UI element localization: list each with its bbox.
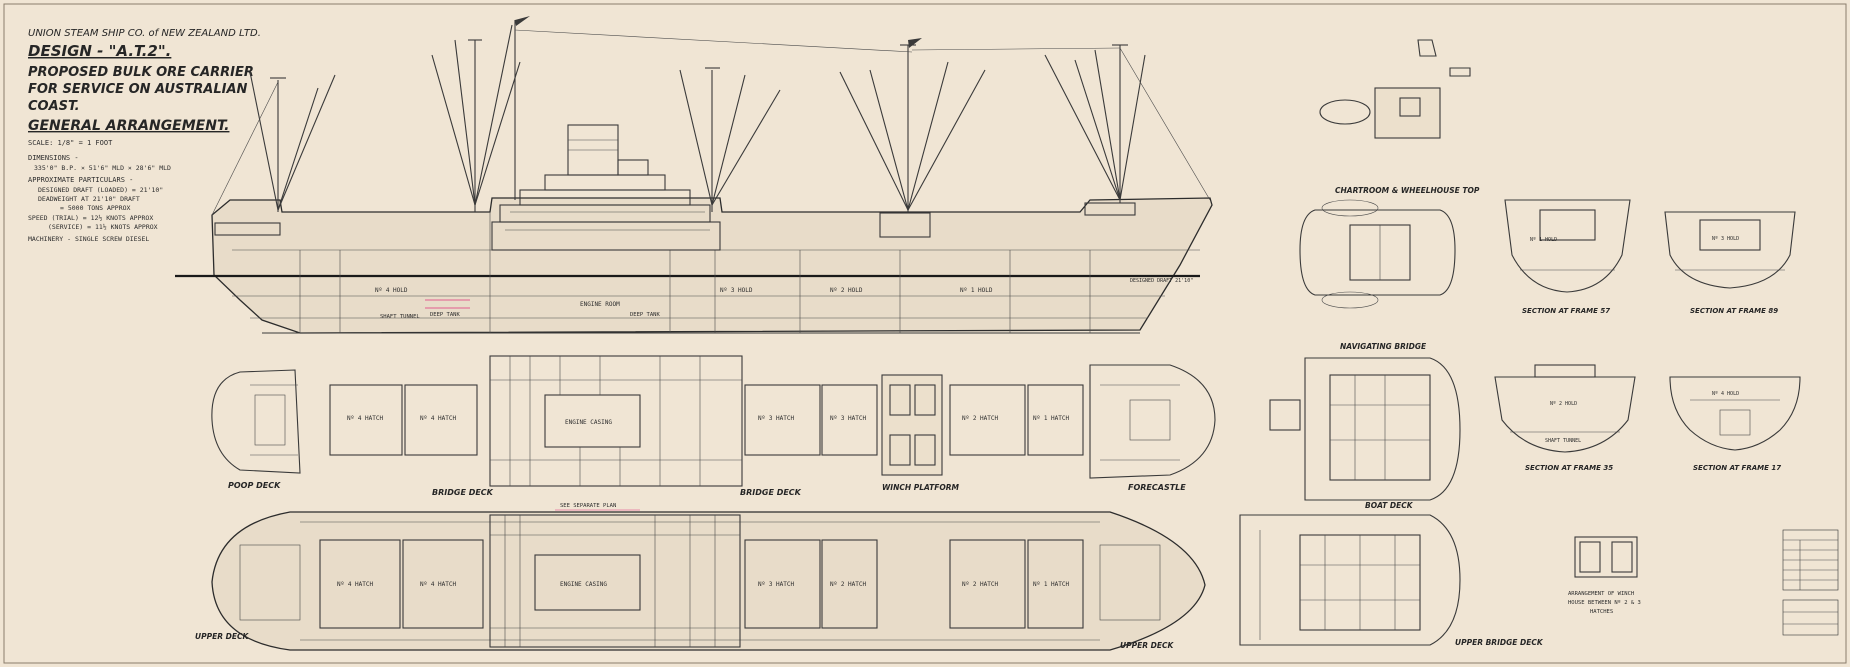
profile-hold-3: Nº 3 HOLD: [720, 287, 753, 294]
sect17-hold: Nº 4 HOLD: [1712, 391, 1739, 397]
upper-hatch-1: Nº 1 HATCH: [1033, 581, 1070, 588]
chartroom-top-plan: [1319, 39, 1471, 139]
label-winch-platform: WINCH PLATFORM: [882, 483, 959, 492]
upper-hatch-4b: Nº 4 HATCH: [420, 581, 457, 588]
label-chartroom: CHARTROOM & WHEELHOUSE TOP: [1335, 186, 1480, 195]
particulars-line-1: DESIGNED DRAFT (LOADED) = 21'10": [38, 186, 163, 194]
section-frame-57: [1504, 199, 1631, 293]
pink-note-upper: SEE SEPARATE PLAN: [560, 503, 616, 509]
winch-title-3: HATCHES: [1590, 609, 1613, 615]
particulars-line-2: DEADWEIGHT AT 21'10" DRAFT: [38, 195, 140, 203]
masts-and-derricks: [211, 20, 1211, 216]
boat-deck-plan: [1269, 357, 1461, 501]
label-hatch-4a: Nº 4 HATCH: [347, 415, 384, 422]
forecastle-plan: [1089, 364, 1216, 479]
engine-casing-block: [544, 394, 641, 448]
label-upper-deck-2: UPPER DECK: [1120, 641, 1174, 650]
upper-hatch-2a: Nº 2 HATCH: [830, 581, 867, 588]
particulars-line-3: = 5000 TONS APPROX: [60, 204, 131, 212]
label-navigating-bridge: NAVIGATING BRIDGE: [1340, 342, 1427, 351]
hatch-3-plan: [744, 384, 878, 456]
label-hatch-2: Nº 2 HATCH: [962, 415, 999, 422]
bridge-deck-accommodation: ENGINE CASING: [489, 355, 743, 487]
label-bridge-deck: BRIDGE DECK: [432, 488, 494, 497]
label-boat-deck: BOAT DECK: [1365, 501, 1414, 510]
winch-title-2: HOUSE BETWEEN Nº 2 & 3: [1568, 599, 1641, 606]
upper-hatch-4a: Nº 4 HATCH: [337, 581, 374, 588]
company-name: UNION STEAM SHIP CO. of NEW ZEALAND LTD.: [28, 28, 261, 39]
dimensions-value: 335'0" B.P. × 51'6" MLD × 28'6" MLD: [34, 164, 171, 172]
label-section-35: SECTION AT FRAME 35: [1525, 464, 1613, 472]
sect57-hold: Nº 1 HOLD: [1530, 237, 1557, 243]
upper-bridge-deck-plan: [1239, 514, 1461, 646]
section-frame-89: [1664, 211, 1796, 289]
waterline-label: DESIGNED DRAFT 21'10": [1130, 278, 1193, 284]
upper-hatch-2b: Nº 2 HATCH: [962, 581, 999, 588]
subtitle-line-3: COAST.: [28, 99, 80, 114]
label-hatch-4b: Nº 4 HATCH: [420, 415, 457, 422]
profile-hold-2: Nº 2 HOLD: [830, 287, 863, 294]
sect35-tunnel: SHAFT TUNNEL: [1545, 438, 1581, 444]
forecastle-house: [1084, 202, 1136, 216]
flag-icon: [515, 16, 530, 26]
label-section-57: SECTION AT FRAME 57: [1522, 307, 1610, 315]
label-section-17: SECTION AT FRAME 17: [1693, 464, 1781, 472]
pink-note-engine: DEEP TANK: [630, 312, 660, 318]
winch-title-1: ARRANGEMENT OF WINCH: [1568, 591, 1634, 597]
profile-engine-room: ENGINE ROOM: [580, 301, 620, 308]
design-title: DESIGN - "A.T.2".: [28, 42, 171, 60]
label-upper-deck: UPPER DECK: [195, 632, 249, 641]
hatch-4-plan: [329, 384, 478, 456]
bulkheads: [299, 212, 1091, 333]
label-section-89: SECTION AT FRAME 89: [1690, 307, 1778, 315]
subtitle-line-2: FOR SERVICE ON AUSTRALIAN: [28, 82, 248, 97]
hatch-2-plan: [949, 384, 1084, 456]
hull-profile: [211, 197, 1213, 334]
label-engine-casing: ENGINE CASING: [565, 419, 612, 426]
subtitle-line-1: PROPOSED BULK ORE CARRIER: [28, 65, 254, 80]
profile-shaft-tunnel: SHAFT TUNNEL: [380, 314, 420, 320]
label-bridge-deck-2: BRIDGE DECK: [740, 488, 802, 497]
label-hatch-3a: Nº 3 HATCH: [758, 415, 795, 422]
machinery-note: MACHINERY - SINGLE SCREW DIESEL: [28, 235, 149, 243]
sect35-hold: Nº 2 HOLD: [1550, 401, 1577, 407]
winch-platform-plan: [881, 374, 943, 476]
upper-hatch-3: Nº 3 HATCH: [758, 581, 795, 588]
upper-deck-plan: Nº 4 HATCH Nº 4 HATCH Nº 3 HATCH Nº 2 HA…: [211, 503, 1206, 651]
upper-engine-casing: ENGINE CASING: [560, 581, 607, 588]
label-upper-bridge-deck: UPPER BRIDGE DECK: [1455, 638, 1544, 647]
ship-profile: DESIGNED DRAFT 21'10" Nº 4 HOLD ENGINE R…: [175, 16, 1213, 334]
label-poop-deck: POOP DECK: [228, 481, 281, 490]
label-hatch-3b: Nº 3 HATCH: [830, 415, 867, 422]
sect89-hold: Nº 3 HOLD: [1712, 236, 1739, 242]
speed-line-1: SPEED (TRIAL) = 12½ KNOTS APPROX: [28, 214, 153, 222]
sheet-border: [3, 3, 1847, 664]
poop-deck-plan: [211, 369, 301, 474]
speed-line-2: (SERVICE) = 11½ KNOTS APPROX: [48, 223, 158, 231]
label-forecastle: FORECASTLE: [1128, 483, 1186, 492]
pink-annotation-1: [425, 299, 470, 309]
pink-note-deep-tank: DEEP TANK: [430, 312, 460, 318]
section-frame-17: [1669, 376, 1801, 451]
flag-icon-2: [908, 38, 922, 48]
midship-superstructure: [491, 124, 721, 251]
winch-house-detail: [1574, 536, 1638, 578]
scale-note: SCALE: 1/8" = 1 FOOT: [28, 139, 113, 147]
section-frame-35: [1494, 364, 1636, 453]
label-hatch-1: Nº 1 HATCH: [1033, 415, 1070, 422]
profile-hold-4: Nº 4 HOLD: [375, 287, 408, 294]
particulars-label: APPROXIMATE PARTICULARS -: [28, 176, 133, 184]
navigating-bridge-plan: [1299, 199, 1456, 309]
winch-house: [879, 212, 931, 238]
revision-stamp: [1782, 529, 1839, 636]
poop-house: [214, 222, 281, 236]
dimensions-label: DIMENSIONS -: [28, 154, 79, 162]
drawing-heading: GENERAL ARRANGEMENT.: [28, 118, 229, 134]
profile-hold-1: Nº 1 HOLD: [960, 287, 993, 294]
